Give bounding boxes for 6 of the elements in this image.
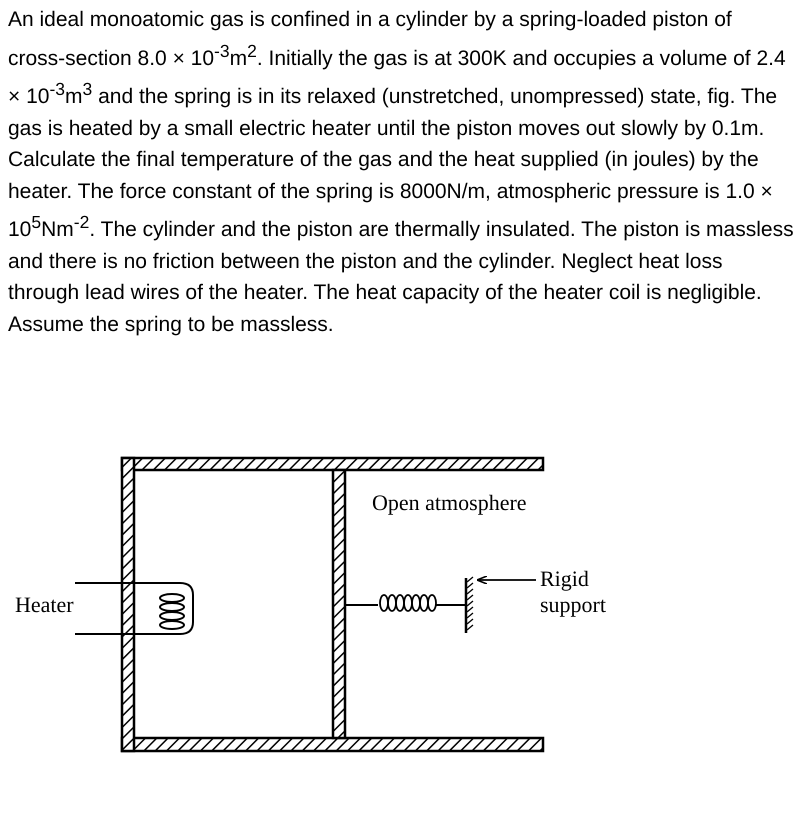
heater-label: Heater [15, 592, 74, 618]
rigid-support-label: Rigid support [540, 566, 650, 618]
leader-arrow [476, 575, 536, 585]
question-text: An ideal monoatomic gas is confined in a cylinder by a spring-loaded piston of cross-section 8.0 × 10$^{-3}$m$^{2}$. Initially the gas is at 300K and occupies a volume of 2.4 × 10$^{-3}$m$^{3}$ and the spring is in its relaxed (unstretched, unompressed) state, fig. The gas is heated by a small electric heater until the piston moves out slowly by 0.1m. Calculate the final temperature of the gas and the heat supplied (in joules) by the heater. The force constant of the spring is 8000N/m, atmospheric pressure is 1.0 × 10$^{5}$Nm$^{-2}$. The cylinder and the piston are thermally insulated. The piston is massless and there is no friction between the piston and the cylinder. Neglect heat loss through lead wires of the heater. The heat capacity of the heater coil is negligible. Assume the spring to be massless. [8, 7, 794, 338]
rigid-support-wall [464, 576, 474, 633]
open-atmosphere-label: Open atmosphere [372, 490, 527, 516]
